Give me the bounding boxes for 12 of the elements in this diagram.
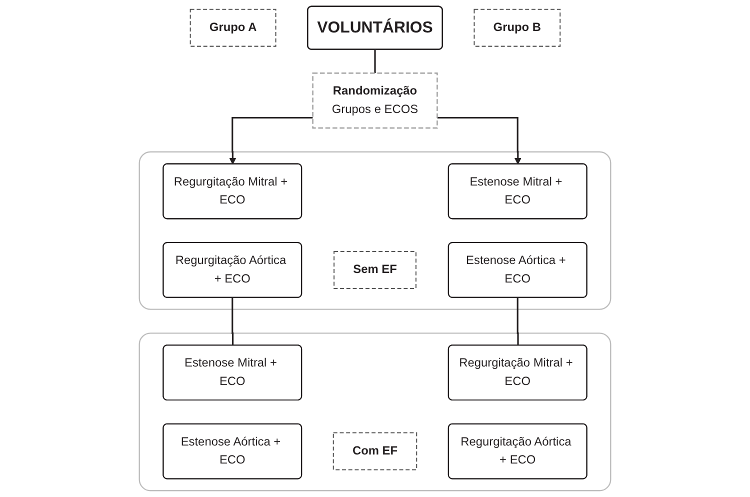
arrow	[437, 116, 522, 165]
cluster	[138, 332, 612, 492]
node-box: Sem EF	[334, 250, 416, 289]
node-box: Grupo B	[474, 8, 561, 47]
connector	[232, 297, 234, 346]
node-box: Com EF	[332, 432, 418, 470]
connector	[516, 297, 519, 346]
cluster	[138, 151, 612, 310]
arrow	[229, 116, 313, 165]
connector	[374, 48, 376, 74]
node-box: Randomização Grupos e ECOS	[312, 72, 438, 129]
node-box: Grupo A	[190, 8, 276, 47]
